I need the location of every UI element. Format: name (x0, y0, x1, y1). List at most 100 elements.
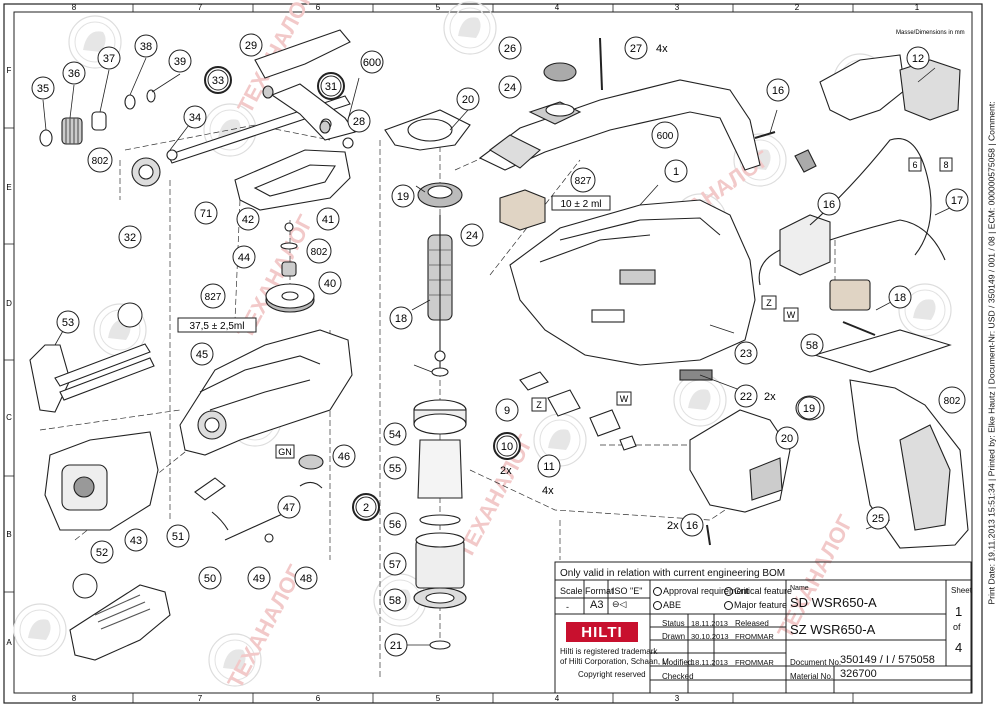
svg-text:24: 24 (504, 82, 516, 94)
iso-projection-icon: ⊖◁ (612, 599, 627, 609)
svg-text:600: 600 (363, 57, 381, 69)
border-col-label: 8 (72, 694, 77, 703)
callout-37: 39 (168, 49, 192, 73)
critical-feature: Critical feature (724, 586, 792, 597)
callout-827 (117, 302, 143, 328)
border-ticks (4, 4, 854, 703)
docno-label: Document No. (790, 658, 842, 667)
svg-text:Z: Z (536, 400, 542, 410)
svg-text:10 ± 2 ml: 10 ± 2 ml (560, 199, 601, 210)
qty-note: 4x (542, 485, 554, 497)
callout-9: 11 (537, 454, 561, 478)
connector-label: 8 (943, 160, 948, 170)
svg-text:34: 34 (189, 112, 201, 124)
checked-label: Checked (662, 672, 694, 681)
callout-39: 41 (316, 207, 340, 231)
sheet-label: Sheet (951, 586, 972, 595)
abe-radio (653, 601, 662, 611)
part-callouts: 35 36 37 38 39 33 34 29 31 600 28 802 32… (31, 33, 969, 657)
svg-text:16: 16 (686, 520, 698, 532)
callout-21: 22 (734, 384, 758, 408)
format-label: Format (585, 586, 614, 596)
callout-4: 19 (391, 184, 415, 208)
print-info-sidebar: Print Date: 19.11.2013 15:51:34 | Printe… (985, 8, 999, 698)
svg-text:46: 46 (338, 451, 350, 463)
copyright: Copyright reserved (578, 670, 646, 679)
svg-text:20: 20 (462, 94, 474, 106)
title-block-lines (554, 561, 972, 694)
svg-text:71: 71 (200, 208, 212, 220)
callout-40: 42 (236, 207, 260, 231)
quantity-notes: 4x 2x 4x 2x 2x (500, 43, 776, 532)
svg-text:47: 47 (283, 502, 295, 514)
border-col-label: 5 (436, 3, 441, 12)
callout-33: 35 (31, 76, 55, 100)
svg-text:21: 21 (390, 640, 402, 652)
callout-30: 32 (118, 225, 142, 249)
callout-17: 17 (945, 188, 969, 212)
callout-11: 16 (817, 192, 841, 216)
callout-802: 827 (570, 167, 596, 193)
svg-text:28: 28 (353, 116, 365, 128)
callout-25: 26 (498, 36, 522, 60)
svg-text:827: 827 (575, 176, 592, 187)
matno-value: 326700 (840, 668, 877, 680)
callout-20: 18 (888, 285, 912, 309)
sheet-of: of (953, 622, 961, 632)
callout-29: 31 (317, 72, 345, 100)
callout-10: 12 (906, 46, 930, 70)
border-col-label: 3 (675, 694, 680, 703)
svg-text:18: 18 (395, 313, 407, 325)
callout-7: 9 (495, 398, 519, 422)
callout-28: 29 (239, 33, 263, 57)
qty-note: 4x (656, 43, 668, 55)
svg-text:827: 827 (205, 292, 222, 303)
svg-text:32: 32 (124, 232, 136, 244)
major-feature: Major feature (724, 600, 787, 611)
border-row-label: A (6, 638, 12, 647)
svg-text:39: 39 (174, 56, 186, 68)
svg-text:53: 53 (62, 317, 74, 329)
callout-23: 24 (460, 223, 484, 247)
border-row-label: D (6, 299, 12, 308)
callout-18: 20 (775, 426, 799, 450)
svg-text:54: 54 (389, 429, 401, 441)
callout-54: 56 (383, 512, 407, 536)
callout-19: 19 (797, 396, 821, 420)
validity-note: Only valid in relation with current engi… (560, 568, 786, 579)
callout-34: 36 (62, 61, 86, 85)
top-shell (478, 79, 761, 171)
callout-52: 54 (383, 422, 407, 446)
callout-6: 21 (384, 633, 408, 657)
svg-text:W: W (787, 310, 796, 320)
switch (819, 54, 906, 121)
docno-value: 350149 / I / 575058 (840, 654, 935, 666)
connecting-rod (270, 83, 356, 141)
callout-16: 16 (766, 78, 790, 102)
svg-text:GN: GN (278, 447, 292, 457)
filter-pad (499, 189, 546, 231)
critical-radio (724, 587, 733, 597)
svg-text:23: 23 (740, 348, 752, 360)
svg-text:44: 44 (238, 252, 250, 264)
svg-text:Z: Z (766, 298, 772, 308)
callout-31: 33 (204, 66, 232, 94)
letter-boxes: Z W Z W GN (275, 295, 799, 459)
qty-note: 2x (500, 465, 512, 477)
svg-text:20: 20 (781, 433, 793, 445)
scale-value: - (566, 602, 569, 612)
callout-2: 2 (352, 493, 380, 521)
callout-24: 25 (866, 506, 890, 530)
trademark-line-1: Hilti is registered trademark (560, 647, 658, 656)
svg-text:11: 11 (543, 461, 554, 473)
connector-label: 6 (912, 160, 917, 170)
trademark-line-2: of Hilti Corporation, Schaan, LI (560, 657, 669, 666)
dimensions-note: Masse/Dimensions in mm (896, 30, 965, 36)
callout-600: 600 (651, 121, 679, 149)
status-date: 18.11.2013 (691, 619, 728, 628)
iso-label: ISO "E" (612, 586, 643, 596)
drawn-date: 30.10.2013 (691, 632, 729, 641)
callout-50: 52 (90, 540, 114, 564)
svg-text:38: 38 (140, 41, 152, 53)
matno-label: Material No. (790, 672, 834, 681)
